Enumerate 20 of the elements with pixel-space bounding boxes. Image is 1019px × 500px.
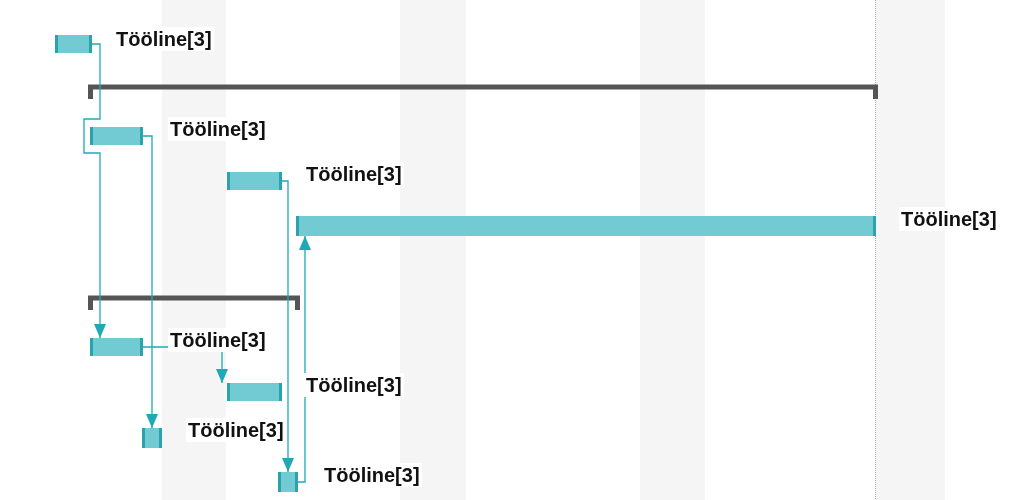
task-bar: [227, 383, 282, 401]
task-label: Tööline[3]: [304, 373, 404, 397]
task-label: Tööline[3]: [899, 207, 999, 231]
task-label: Tööline[3]: [186, 418, 286, 442]
dependency-arrow: [297, 235, 311, 483]
dependency-arrow: [281, 180, 294, 473]
task-bar: [90, 127, 143, 145]
dependency-arrow: [142, 135, 158, 429]
task-bar: [227, 172, 282, 190]
task-bar: [278, 472, 298, 492]
task-bar: [296, 216, 876, 236]
task-bar: [55, 35, 92, 53]
task-label: Tööline[3]: [304, 162, 404, 186]
task-label: Tööline[3]: [168, 117, 268, 141]
task-bar: [90, 338, 143, 356]
task-label: Tööline[3]: [168, 328, 268, 352]
dependency-arrow: [83, 43, 106, 339]
task-bar: [142, 428, 162, 448]
task-label: Tööline[3]: [114, 27, 214, 51]
task-label: Tööline[3]: [322, 463, 422, 487]
